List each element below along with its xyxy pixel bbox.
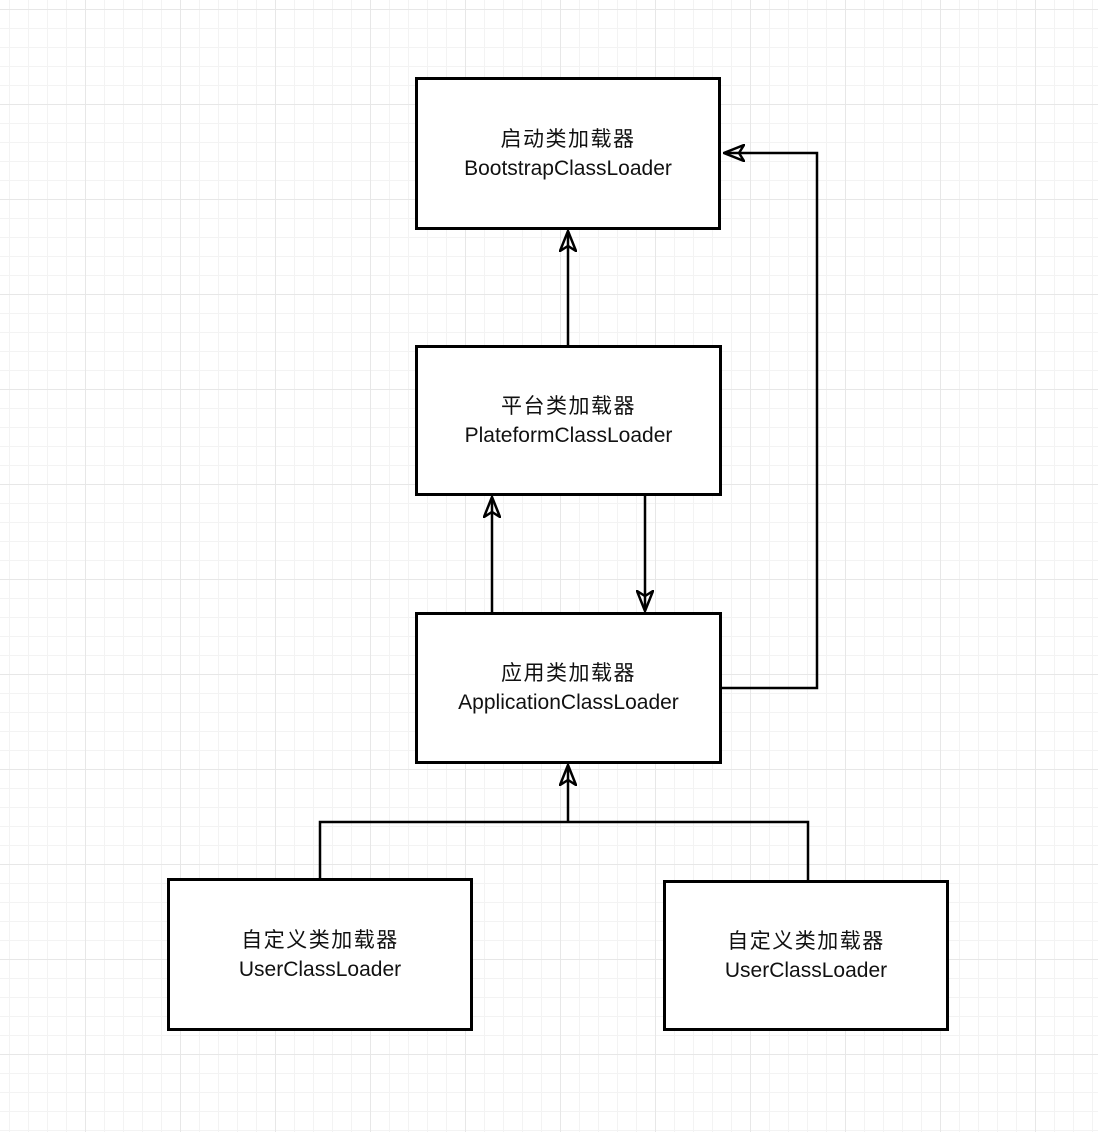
user-right-label-cn: 自定义类加载器: [727, 929, 885, 953]
user-left-label-en: UserClassLoader: [238, 957, 402, 981]
node-bootstrap-classloader: 启动类加载器 BootstrapClassLoader: [415, 77, 721, 230]
application-label-cn: 应用类加载器: [501, 662, 636, 685]
node-plateform-classloader: 平台类加载器 PlateformClassLoader: [415, 345, 722, 496]
user-right-label-en: UserClassLoader: [724, 958, 888, 982]
plateform-label-en: PlateformClassLoader: [464, 423, 673, 447]
application-label-en: ApplicationClassLoader: [458, 691, 679, 714]
node-user-classloader-right: 自定义类加载器 UserClassLoader: [663, 880, 949, 1031]
bootstrap-label-cn: 启动类加载器: [500, 127, 636, 151]
node-application-classloader: 应用类加载器 ApplicationClassLoader: [415, 612, 722, 764]
edge-userloaders-branch: [318, 820, 810, 880]
node-user-classloader-left: 自定义类加载器 UserClassLoader: [167, 878, 473, 1031]
plateform-label-cn: 平台类加载器: [501, 394, 636, 418]
user-left-label-cn: 自定义类加载器: [241, 928, 399, 952]
bootstrap-label-en: BootstrapClassLoader: [464, 156, 672, 180]
edge-application-to-bootstrap-loop: [722, 153, 819, 690]
